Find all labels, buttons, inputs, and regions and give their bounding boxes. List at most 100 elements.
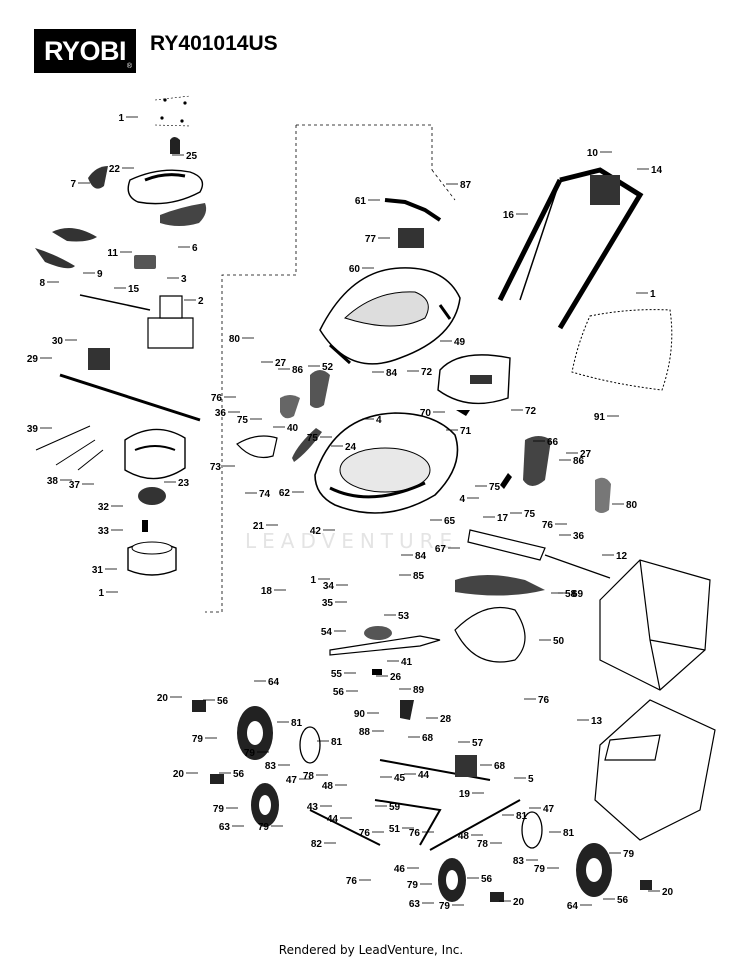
rear-flap <box>236 435 278 459</box>
assembly-boundary-dashed <box>205 124 433 613</box>
callout-label: 79 <box>213 804 225 815</box>
callout-label: 39 <box>27 424 39 435</box>
callout-label: 84 <box>415 551 427 562</box>
callout-label: 86 <box>292 365 304 376</box>
wheel-cap-a <box>192 700 206 712</box>
callout-label: 32 <box>98 502 110 513</box>
brand-logo: RYOBI ® <box>34 29 136 73</box>
model-number: RY401014US <box>150 32 278 55</box>
bracket-left-b <box>35 248 75 269</box>
callout-label: 53 <box>398 611 410 622</box>
callout-label: 18 <box>261 586 273 597</box>
callout-label: 36 <box>215 408 227 419</box>
callout-label: 68 <box>494 761 506 772</box>
motor-mount <box>127 541 177 576</box>
motor <box>138 487 166 505</box>
callout-label: 64 <box>567 901 579 912</box>
callout-label: 85 <box>413 571 425 582</box>
callout-label: 90 <box>354 709 366 720</box>
wheel-rear-left <box>251 783 279 827</box>
callout-label: 20 <box>157 693 169 704</box>
callout-label: 23 <box>178 478 190 489</box>
callout-label: 3 <box>181 274 187 285</box>
axle-lever <box>374 799 442 846</box>
callout-label: 56 <box>481 874 493 885</box>
callout-label: 52 <box>322 362 334 373</box>
callout-label: 20 <box>173 769 185 780</box>
callout-label: 66 <box>547 437 559 448</box>
callout-label: 68 <box>422 733 434 744</box>
callout-label: 1 <box>118 113 124 124</box>
callout-label: 47 <box>543 804 555 815</box>
callout-label: 70 <box>420 408 432 419</box>
hubcap-left <box>299 726 321 764</box>
callout-label: 79 <box>407 880 419 891</box>
callout-label: 76 <box>211 393 223 404</box>
blade-adapter <box>364 626 392 640</box>
callout-label: 61 <box>355 196 367 207</box>
callout-label: 88 <box>359 727 371 738</box>
wheel-rear-center <box>438 858 466 902</box>
callout-label: 6 <box>192 243 198 254</box>
callout-label: 84 <box>386 368 398 379</box>
side-bracket-part <box>88 166 108 189</box>
battery-cover-screws <box>154 95 191 127</box>
gearbox <box>455 755 477 777</box>
handle-assembly <box>497 167 644 330</box>
callout-label: 30 <box>52 336 64 347</box>
callout-label: 54 <box>321 627 333 638</box>
callout-label: 55 <box>331 669 343 680</box>
callout-label: 76 <box>346 876 358 887</box>
callout-label: 77 <box>365 234 377 245</box>
handle-clip <box>384 198 442 222</box>
adjust-rod <box>429 799 521 851</box>
callout-label: 75 <box>307 433 319 444</box>
height-bracket-right <box>523 436 551 486</box>
callout-label: 36 <box>573 531 585 542</box>
callout-label: 38 <box>47 476 59 487</box>
callout-label: 29 <box>27 354 39 365</box>
callout-label: 83 <box>265 761 277 772</box>
footer-credit: Rendered by LeadVenture, Inc. <box>278 943 464 957</box>
callout-label: 76 <box>542 520 554 531</box>
mower-deck <box>314 412 459 514</box>
cover-plate <box>398 228 424 248</box>
hubcap-right <box>521 811 543 849</box>
callout-label: 27 <box>580 449 592 460</box>
callout-label: 81 <box>563 828 575 839</box>
callout-label: 2 <box>198 296 204 307</box>
callout-label: 1 <box>650 289 656 300</box>
callout-label: 47 <box>286 775 298 786</box>
callout-label: 65 <box>444 516 456 527</box>
callout-label: 7 <box>70 179 76 190</box>
motor-housing <box>124 428 186 480</box>
callout-label: 56 <box>617 895 629 906</box>
callout-label: 79 <box>534 864 546 875</box>
callout-label: 28 <box>440 714 452 725</box>
callout-label: 31 <box>92 565 104 576</box>
callout-label: 87 <box>460 180 472 191</box>
wires-group <box>35 425 104 471</box>
callout-label: 67 <box>435 544 447 555</box>
callout-label: 79 <box>192 734 204 745</box>
callout-label: 16 <box>503 210 515 221</box>
callout-label: 4 <box>459 494 465 505</box>
wheel-front-right <box>576 843 612 897</box>
bracket-left-a <box>52 228 97 242</box>
callout-label: 81 <box>516 811 528 822</box>
watermark-text: LEADVENTURE <box>245 529 458 553</box>
callout-label: 20 <box>513 897 525 908</box>
callout-label: 76 <box>538 695 550 706</box>
callout-label: 79 <box>439 901 451 912</box>
callout-label: 82 <box>311 839 323 850</box>
callout-label: 57 <box>472 738 484 749</box>
callout-label: 22 <box>109 164 121 175</box>
callout-label: 69 <box>572 589 584 600</box>
callout-label: 40 <box>287 423 299 434</box>
callout-label: 79 <box>258 822 270 833</box>
page-header: RYOBI ® RY401014US <box>34 28 278 74</box>
callout-label: 21 <box>253 521 265 532</box>
callout-label: 44 <box>418 770 430 781</box>
callout-label: 35 <box>322 598 334 609</box>
